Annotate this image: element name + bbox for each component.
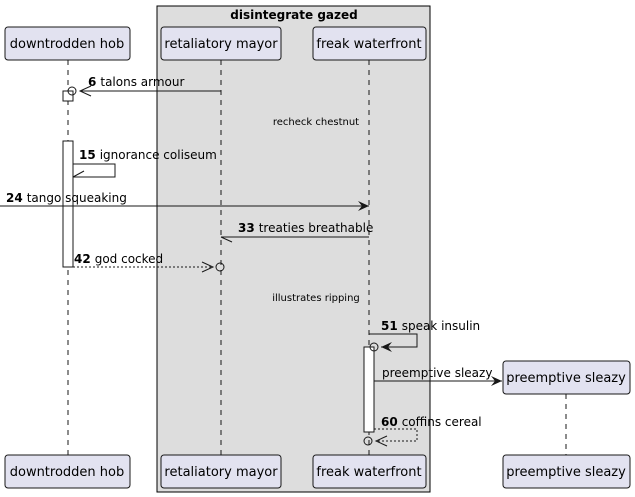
activation-hob-2	[62, 140, 74, 268]
delay-note-1: recheck chestnut	[273, 117, 359, 128]
message-create-sleazy: preemptive sleazy	[374, 366, 502, 386]
participant-waterfront-top[interactable]: freak waterfront	[312, 26, 427, 61]
participant-mayor-top[interactable]: retaliatory mayor	[160, 26, 282, 61]
participant-waterfront-bottom[interactable]: freak waterfront	[312, 454, 427, 489]
participant-hob-bottom[interactable]: downtrodden hob	[4, 454, 131, 489]
svg-text:preemptive sleazy: preemptive sleazy	[506, 371, 626, 386]
participant-hob-top[interactable]: downtrodden hob	[4, 26, 131, 61]
svg-text:preemptive sleazy: preemptive sleazy	[506, 465, 626, 480]
svg-text:freak waterfront: freak waterfront	[316, 37, 421, 52]
delay-note-2: illustrates ripping	[272, 293, 360, 304]
svg-text:retaliatory mayor: retaliatory mayor	[164, 465, 278, 480]
svg-text:downtrodden hob: downtrodden hob	[10, 37, 125, 52]
participant-mayor-bottom[interactable]: retaliatory mayor	[160, 454, 282, 489]
group-title: disintegrate gazed	[230, 8, 357, 22]
participant-sleazy-created[interactable]: preemptive sleazy	[502, 360, 631, 395]
activation-waterfront	[363, 346, 375, 433]
group-box	[156, 5, 431, 493]
svg-text:retaliatory mayor: retaliatory mayor	[164, 37, 278, 52]
participant-sleazy-bottom[interactable]: preemptive sleazy	[502, 454, 631, 489]
svg-text:freak waterfront: freak waterfront	[316, 465, 421, 480]
svg-text:preemptive sleazy: preemptive sleazy	[382, 366, 492, 380]
svg-text:downtrodden hob: downtrodden hob	[10, 465, 125, 480]
